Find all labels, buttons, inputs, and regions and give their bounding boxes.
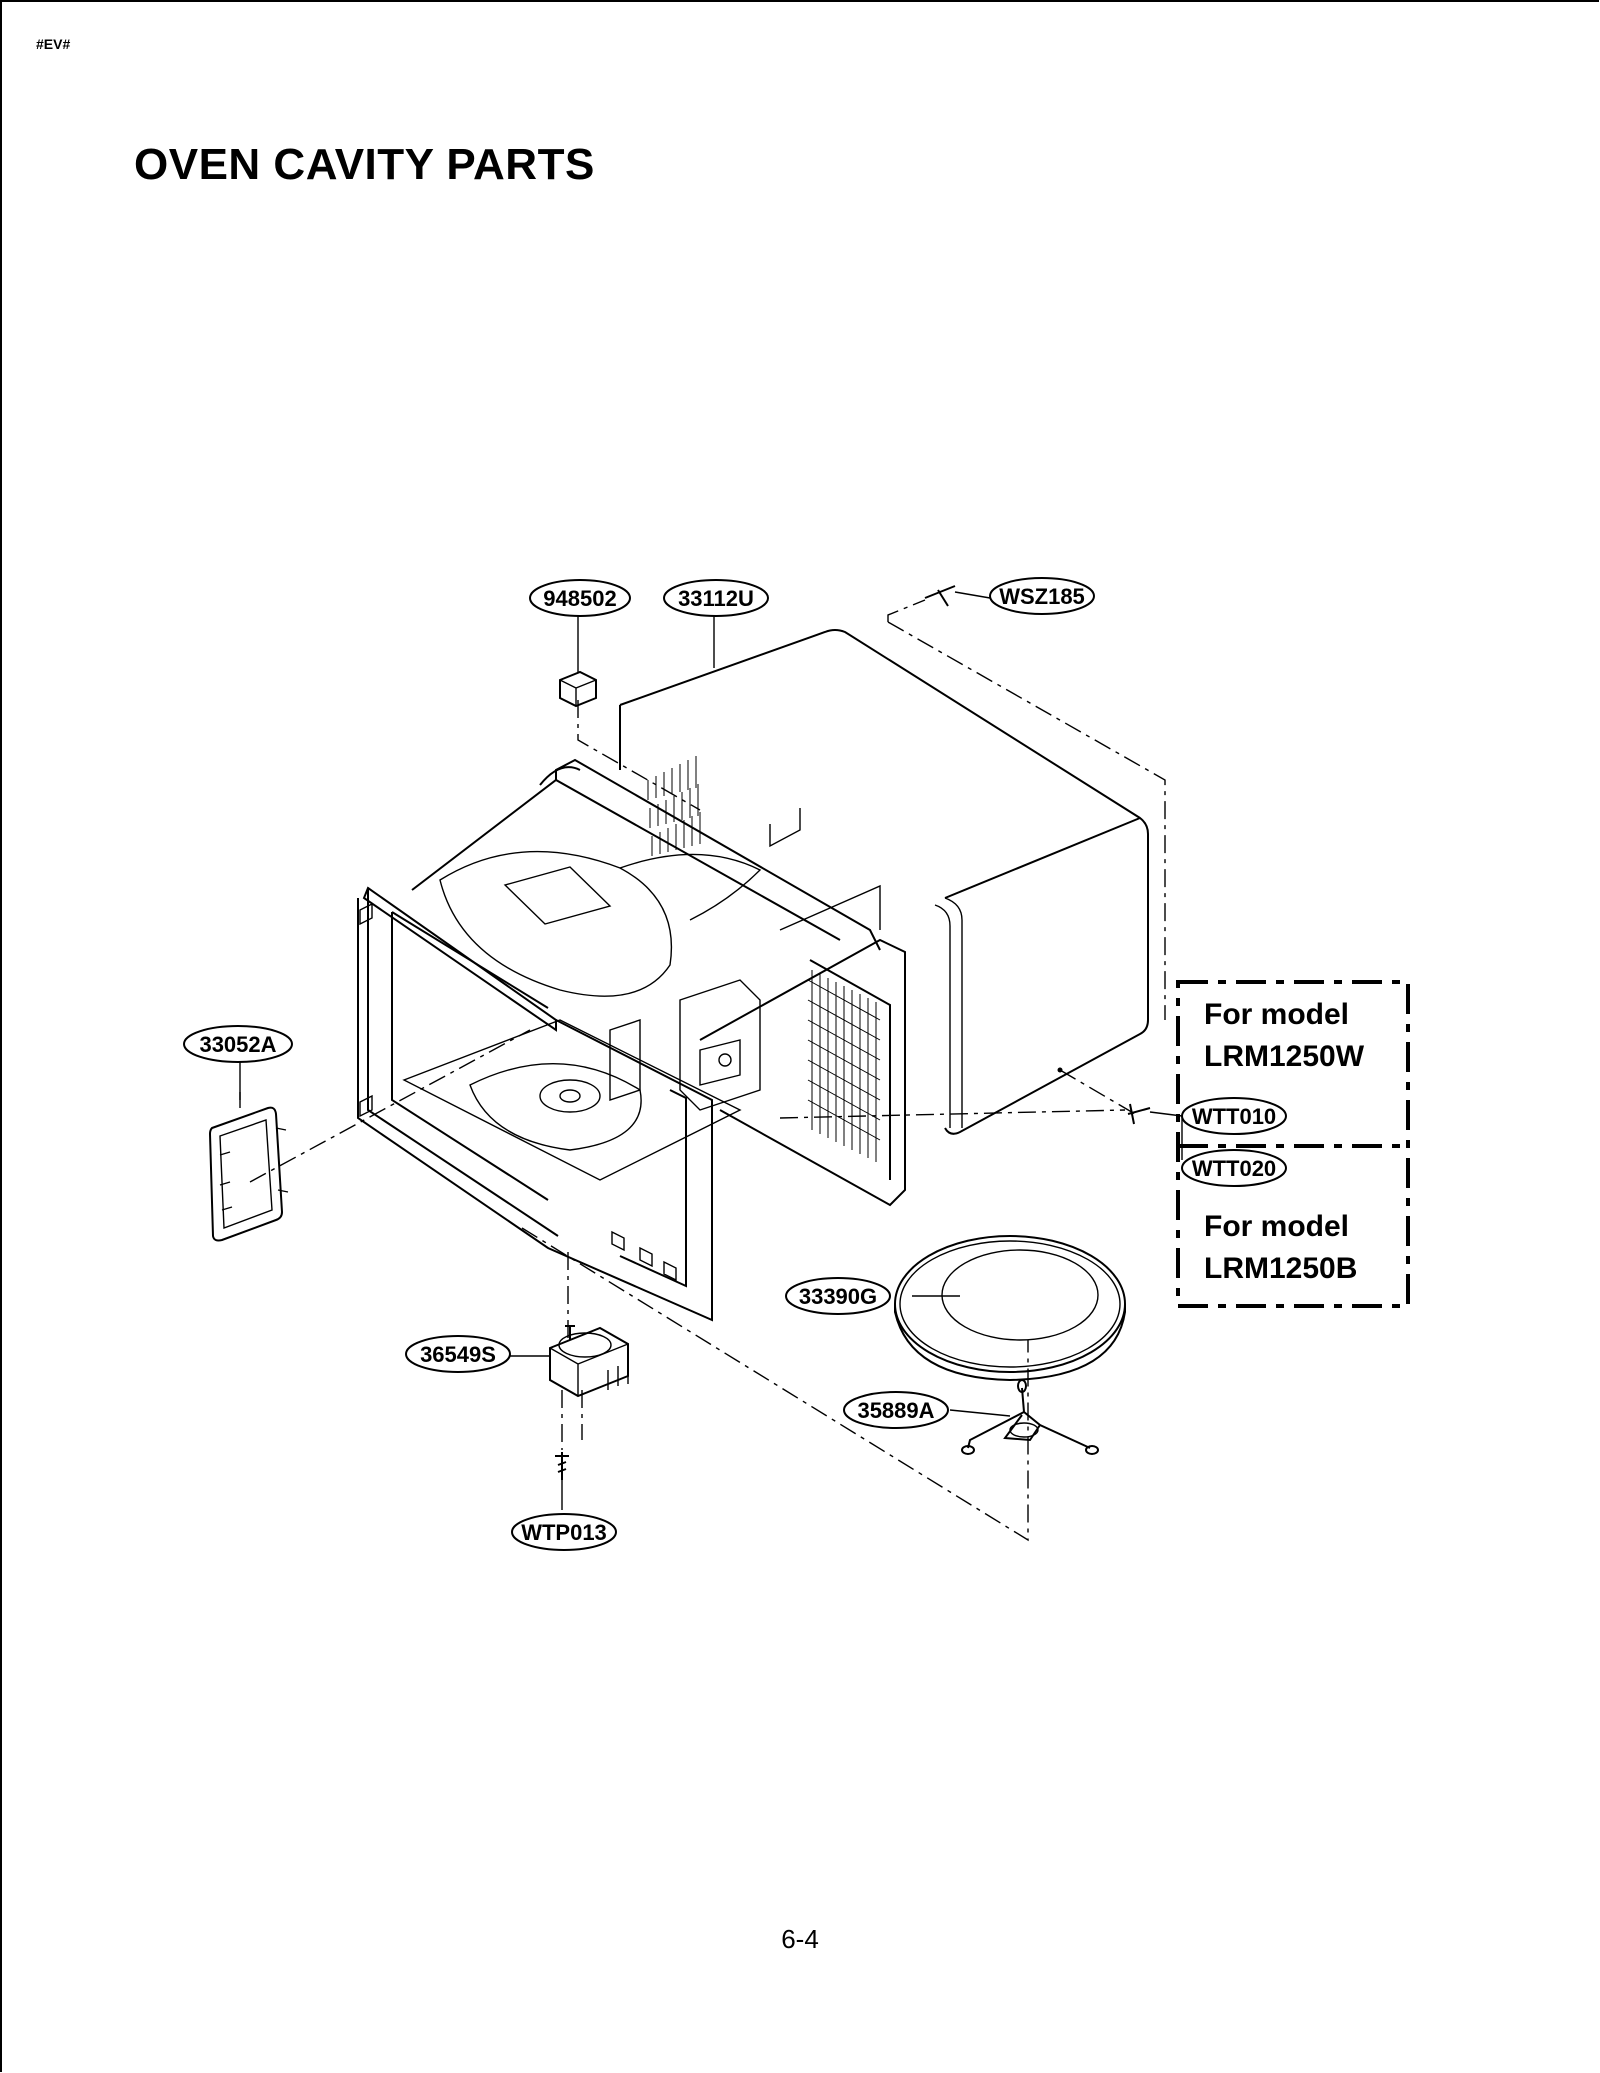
screw-wtt010-drawing: [1127, 1103, 1183, 1125]
callout-36549s: 36549S: [405, 1335, 511, 1373]
callout-wsz185: WSZ185: [989, 577, 1095, 615]
callout-wsz185-label: WSZ185: [999, 584, 1085, 609]
model-note-bottom-line1: For model: [1204, 1210, 1349, 1243]
callout-948502: 948502: [529, 579, 631, 617]
page-number: 6-4: [781, 1924, 819, 1954]
callout-33112u-label: 33112U: [678, 586, 754, 611]
callout-35889a: 35889A: [843, 1391, 949, 1429]
callout-33390g: 33390G: [785, 1277, 891, 1315]
screw-wsz185-drawing: [924, 585, 991, 607]
model-note-top-line2: LRM1250W: [1204, 1040, 1365, 1073]
cavity-side-perforation: [807, 970, 881, 1162]
part-33052a-drawing: [208, 1092, 289, 1242]
callout-wtt010-label: WTT010: [1192, 1104, 1276, 1129]
callout-33052a: 33052A: [183, 1025, 293, 1063]
callout-33390g-label: 33390G: [799, 1284, 877, 1309]
page-title: OVEN CAVITY PARTS: [134, 140, 595, 189]
callout-33052a-label: 33052A: [199, 1032, 276, 1057]
model-note-top-line1: For model: [1204, 998, 1349, 1031]
leader-lines: [239, 615, 1183, 1160]
model-note-bottom-line2: LRM1250B: [1204, 1252, 1357, 1285]
assembly-guide-lines: [249, 599, 1166, 1542]
callout-33112u: 33112U: [663, 579, 769, 617]
callout-wtt020-label: WTT020: [1192, 1156, 1276, 1181]
callout-wtp013-label: WTP013: [521, 1520, 607, 1545]
screw-wtp013-drawing: [555, 1452, 569, 1510]
part-948502-drawing: [559, 670, 597, 708]
oven-cavity-drawing: [357, 758, 906, 1322]
callout-35889a-label: 35889A: [857, 1398, 934, 1423]
outer-case-drawing: [619, 629, 1149, 1135]
callout-36549s-label: 36549S: [420, 1342, 496, 1367]
callout-wtt010: WTT010: [1181, 1097, 1287, 1135]
glass-tray-33390g-drawing: [894, 1235, 1126, 1382]
document-code-mark: #EV#: [36, 36, 71, 52]
roller-guide-35889a-drawing: [949, 1379, 1099, 1455]
motor-36549s-drawing: [508, 1325, 629, 1398]
callout-wtt020: WTT020: [1181, 1149, 1287, 1187]
callout-948502-label: 948502: [543, 586, 616, 611]
callout-wtp013: WTP013: [511, 1513, 617, 1551]
